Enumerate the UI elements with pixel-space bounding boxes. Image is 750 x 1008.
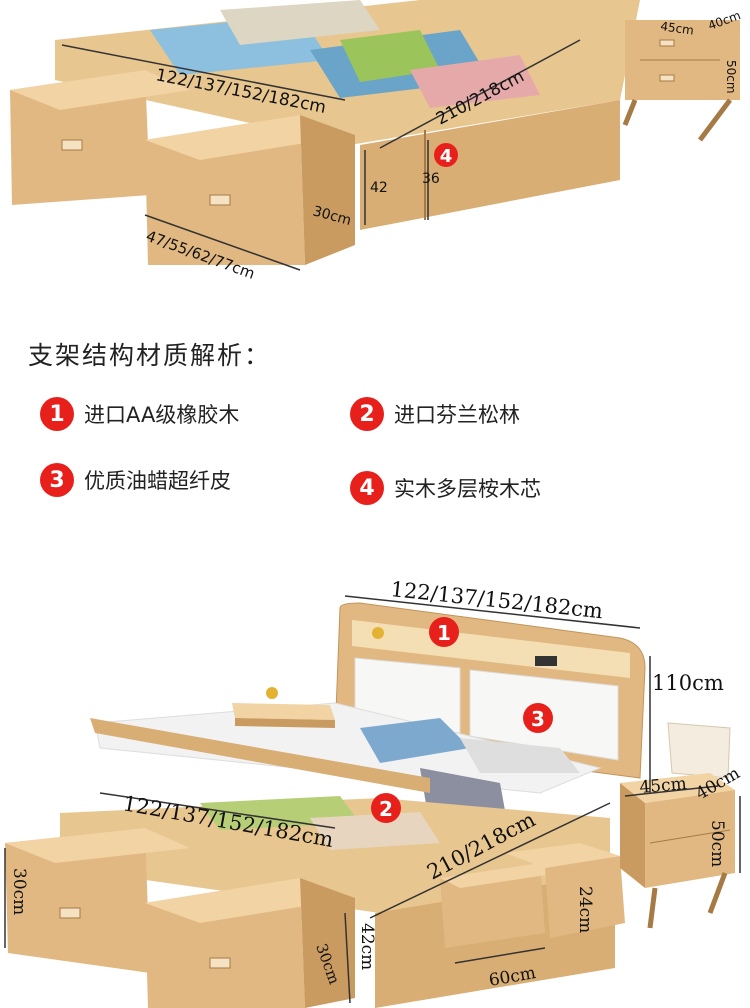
height-label: 110cm <box>652 671 724 695</box>
marker-2 <box>371 793 401 823</box>
top-marker-4-num: 4 <box>440 146 453 167</box>
drawer-front-right <box>145 878 355 1008</box>
top-bed-drawing: 122/137/152/182cm 210/218cm 47/55/62/77c… <box>10 0 743 283</box>
material-badge-2: 2 <box>350 397 384 431</box>
marker-2-num: 2 <box>379 797 393 821</box>
top-drawer-left <box>10 70 190 205</box>
top-nightstand-width: 45cm <box>660 19 695 38</box>
material-label-3: 优质油蜡超纤皮 <box>84 469 231 493</box>
storage-green-cloth <box>340 30 440 82</box>
material-badge-1: 1 <box>40 397 74 431</box>
drawer-side-2 <box>505 843 625 938</box>
nightstand-width-label: 45cm <box>639 774 688 798</box>
marker-1 <box>429 617 459 647</box>
material-label-1: 进口AA级橡胶木 <box>84 403 240 427</box>
material-badge-3: 3 <box>40 463 74 497</box>
bottom-bed-drawing: 122/137/152/182cm 110cm 122/137/152/182c… <box>4 577 743 1008</box>
top-bed-illustration: 122/137/152/182cm 210/218cm 47/55/62/77c… <box>0 0 750 290</box>
material-item-1: 1 进口AA级橡胶木 <box>40 397 239 431</box>
material-label-2: 进口芬兰松林 <box>394 403 520 427</box>
side-height-label: 42cm <box>357 923 377 970</box>
storage-items <box>310 812 440 850</box>
drawer-front-left <box>5 828 190 973</box>
marker-3-num: 3 <box>531 707 545 731</box>
left-nightstand <box>232 687 335 728</box>
material-section-title: 支架结构材质解析： <box>28 341 272 370</box>
side-drawer-height-label: 24cm <box>575 886 595 933</box>
storage-items <box>220 0 380 45</box>
drawer-side-1 <box>440 863 560 948</box>
material-item-2: 2 进口芬兰松林 <box>350 397 520 431</box>
material-item-4: 4 实木多层桉木芯 <box>350 471 541 505</box>
material-item-3: 3 优质油蜡超纤皮 <box>40 463 231 497</box>
lift-board <box>90 718 430 793</box>
marker-1-num: 1 <box>437 621 451 645</box>
pillow-blue <box>360 718 470 763</box>
material-badge-4: 4 <box>350 471 384 505</box>
nightstand-height-label: 50cm <box>707 820 727 867</box>
top-drawer-right <box>145 115 355 265</box>
material-label-4: 实木多层桉木芯 <box>394 477 541 501</box>
bottom-nightstand <box>620 722 735 929</box>
pillow-white <box>460 738 580 773</box>
top-nightstand-height: 50cm <box>724 60 738 94</box>
top-marker-4 <box>434 143 458 167</box>
marker-3 <box>523 703 553 733</box>
top-side-height-1: 42 <box>370 180 388 196</box>
drawer-height-label: 30cm <box>9 868 29 915</box>
top-nightstand <box>622 20 740 142</box>
storage-pink-cloth <box>410 55 540 108</box>
bottom-bed-illustration: 122/137/152/182cm 110cm 122/137/152/182c… <box>0 568 750 1008</box>
top-side-height-2: 36 <box>422 171 440 187</box>
